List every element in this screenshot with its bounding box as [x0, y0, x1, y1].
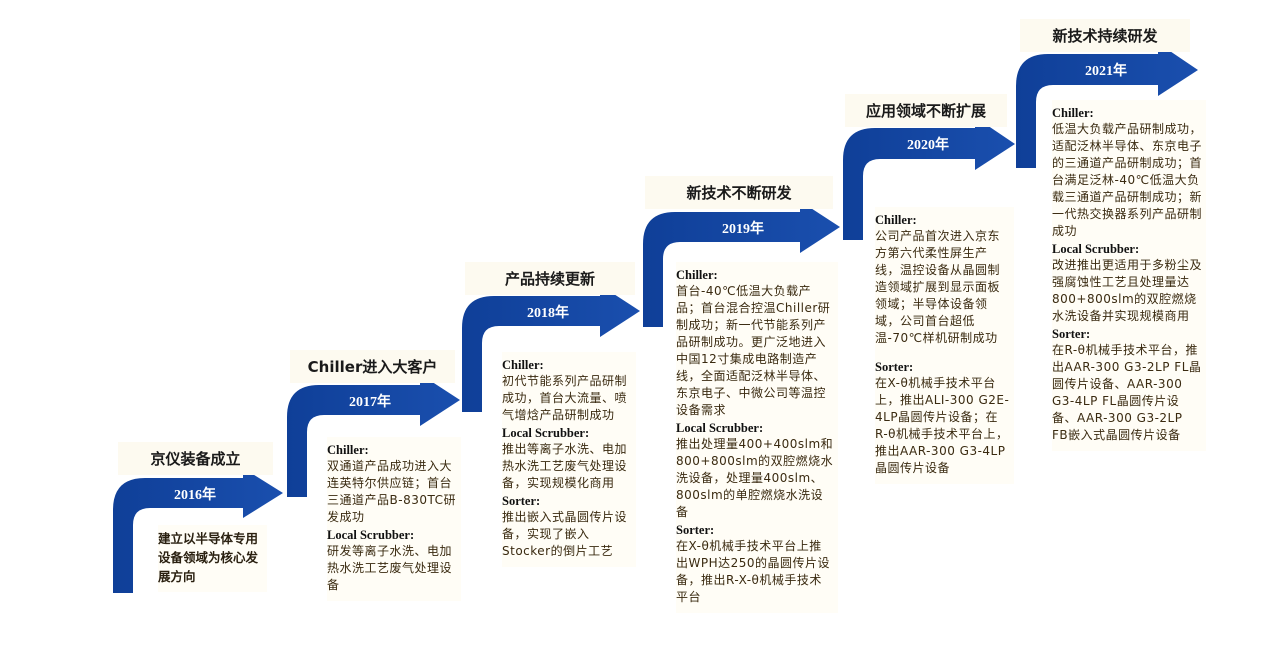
category-text: 推出处理量400+400slm和800+800slm的双腔燃烧水洗设备，处理量4…	[676, 437, 834, 519]
year-label-2021: 2021年	[1085, 64, 1127, 79]
year-label-2019: 2019年	[722, 222, 764, 237]
category-label: Chiller:	[1052, 106, 1094, 120]
stage-title-2017: Chiller进入大客户	[290, 350, 455, 383]
stage-desc-2020: Chiller: 公司产品首次进入京东方第六代柔性屏生产线，温控设备从晶圆制造领…	[875, 207, 1014, 484]
stage-summary: 建立以半导体专用设备领域为核心发展方向	[158, 531, 259, 584]
arrow-2017-icon	[287, 374, 460, 497]
stage-desc-2019: Chiller: 首台-40℃低温大负载产品；首台混合控温Chiller研制成功…	[676, 262, 838, 613]
arrow-2016-icon	[113, 468, 283, 593]
category-label: Local Scrubber:	[1052, 242, 1140, 256]
category-text: 低温大负载产品研制成功，适配泛林半导体、东京电子的三通道产品研制成功；首台满足泛…	[1052, 122, 1203, 238]
arrow-2018-icon	[462, 285, 640, 412]
category-label: Local Scrubber:	[327, 528, 415, 542]
stage-title-2020: 应用领域不断扩展	[845, 94, 1007, 127]
arrow-2021-icon	[1016, 43, 1198, 168]
category-label: Sorter:	[502, 494, 541, 508]
stage-title-2016: 京仪装备成立	[118, 442, 273, 475]
category-text: 改进推出更适用于多粉尘及强腐蚀性工艺且处理量达800+800slm的双腔燃烧水洗…	[1052, 258, 1203, 323]
category-text: 首台-40℃低温大负载产品；首台混合控温Chiller研制成功；新一代节能系列产…	[676, 284, 831, 417]
stage-desc-2021: Chiller: 低温大负载产品研制成功，适配泛林半导体、东京电子的三通道产品研…	[1052, 100, 1206, 451]
stage-desc-2018: Chiller: 初代节能系列产品研制成功，首台大流量、喷气增焓产品研制成功 L…	[502, 352, 636, 567]
category-text: 推出嵌入式晶圆传片设备，实现了嵌入Stocker的倒片工艺	[502, 510, 628, 558]
category-text: 公司产品首次进入京东方第六代柔性屏生产线，温控设备从晶圆制造领域扩展到显示面板领…	[875, 229, 1001, 345]
arrow-2020-icon	[843, 117, 1015, 240]
stage-title-2018: 产品持续更新	[465, 262, 635, 295]
year-label-2018: 2018年	[527, 306, 569, 321]
category-label: Local Scrubber:	[502, 426, 590, 440]
category-label: Sorter:	[1052, 327, 1091, 341]
arrow-2019-icon	[643, 201, 840, 327]
category-text: 在X-θ机械手技术平台上推出WPH达250的晶圆传片设备，推出R-X-θ机械手技…	[676, 539, 831, 604]
category-label: Sorter:	[676, 523, 715, 537]
category-label: Local Scrubber:	[676, 421, 764, 435]
category-label: Chiller:	[502, 358, 544, 372]
category-label: Chiller:	[327, 443, 369, 457]
category-text: 双通道产品成功进入大连英特尔供应链；首台三通道产品B-830TC研发成功	[327, 459, 456, 524]
category-label: Chiller:	[676, 268, 718, 282]
category-text: 在X-θ机械手技术平台上，推出ALI-300 G2E-4LP晶圆传片设备；在R-…	[875, 376, 1010, 475]
stage-title-2019: 新技术不断研发	[645, 176, 833, 209]
stage-desc-2017: Chiller: 双通道产品成功进入大连英特尔供应链；首台三通道产品B-830T…	[327, 437, 461, 601]
stage-title-2021: 新技术持续研发	[1020, 19, 1190, 52]
year-label-2020: 2020年	[907, 138, 949, 153]
category-text: 推出等离子水洗、电加热水洗工艺废气处理设备，实现规模化商用	[502, 442, 628, 490]
category-text: 初代节能系列产品研制成功，首台大流量、喷气增焓产品研制成功	[502, 374, 628, 422]
category-text: 在R-θ机械手技术平台，推出AAR-300 G3-2LP FL晶圆传片设备、AA…	[1052, 343, 1202, 442]
stage-desc-2016: 建立以半导体专用设备领域为核心发展方向	[158, 525, 267, 592]
year-label-2016: 2016年	[174, 488, 216, 503]
category-label: Chiller:	[875, 213, 917, 227]
category-text: 研发等离子水洗、电加热水洗工艺废气处理设备	[327, 544, 453, 592]
year-label-2017: 2017年	[349, 395, 391, 410]
category-label: Sorter:	[875, 360, 914, 374]
